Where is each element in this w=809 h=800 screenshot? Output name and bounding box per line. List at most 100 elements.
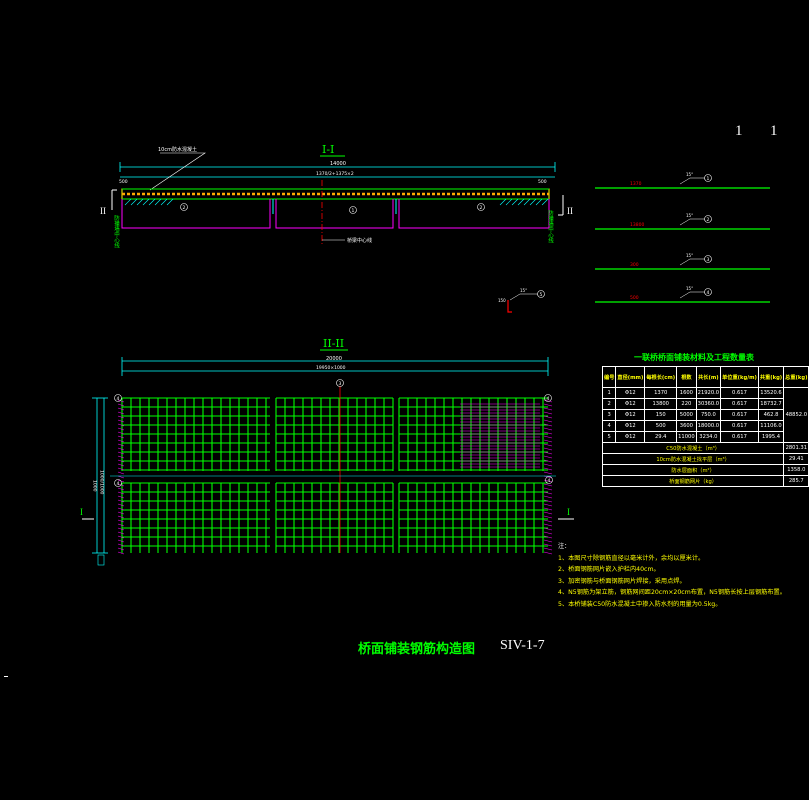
table-cell: 18000.0 bbox=[695, 420, 722, 432]
rebar-end bbox=[543, 423, 553, 427]
table-header-row: 编号 直径(mm) 每根长(cm) 根数 共长(m) 单位重(kg/m) 共重(… bbox=[601, 366, 809, 388]
note-5: 5、本桥铺装C50防水混凝土中掺入防水剂的用量为0.5kg。 bbox=[558, 600, 722, 608]
top-callout: 10cm防水混凝土 bbox=[158, 146, 197, 153]
table-cell: 29.4 bbox=[644, 431, 678, 443]
rebar-end bbox=[117, 463, 125, 467]
bar-bend: 15° bbox=[686, 286, 693, 291]
table-cell: 0.617 bbox=[720, 398, 759, 410]
rebar-end bbox=[117, 407, 125, 411]
bar-5-bend: 15° bbox=[520, 288, 527, 293]
section-1: I-I 14000 1370/2+1375×2 10cm防水混凝土 bbox=[100, 143, 573, 248]
th-len: 每根长(cm) bbox=[644, 366, 678, 388]
mark-2b: 3 bbox=[339, 381, 342, 387]
rebar-end bbox=[117, 487, 125, 491]
bar-5-shape bbox=[507, 300, 512, 313]
rebar-end bbox=[117, 435, 125, 439]
summary-value: 2801.31 bbox=[783, 442, 809, 454]
table-summary-row: 10cm防水混凝土找平层（m³）29.41 bbox=[601, 453, 809, 465]
rebar-end bbox=[117, 503, 125, 507]
rebar-end bbox=[117, 427, 125, 431]
rebar-end bbox=[543, 463, 553, 467]
rebar-end bbox=[117, 535, 125, 539]
quantity-table: 编号 直径(mm) 每根长(cm) 根数 共长(m) 单位重(kg/m) 共重(… bbox=[601, 366, 809, 487]
rebar-end bbox=[543, 495, 553, 499]
mark-2a: 4 bbox=[117, 396, 120, 402]
table-title: 一联桥桥面铺装材料及工程数量表 bbox=[634, 352, 754, 362]
table-cell: 18732.7 bbox=[757, 398, 785, 410]
table-cell: 1995.4 bbox=[757, 431, 785, 443]
drawing-number: SIV-1-7 bbox=[500, 638, 545, 653]
table-cell: 11000 bbox=[676, 431, 697, 443]
summary-label: 桥面钢筋网片（kg） bbox=[601, 475, 785, 487]
table-cell: 4 bbox=[601, 420, 617, 432]
mark-1a: 2 bbox=[183, 205, 186, 211]
th-unit-wt: 单位重(kg/m) bbox=[720, 366, 759, 388]
rebar-end bbox=[543, 511, 553, 515]
rebar-end bbox=[117, 499, 125, 503]
table-cell: 11106.0 bbox=[757, 420, 785, 432]
rebar-end bbox=[543, 455, 553, 459]
bar-length: 13800 bbox=[630, 222, 644, 228]
table-cell: 220 bbox=[676, 398, 697, 410]
rebar-end bbox=[117, 451, 125, 455]
bar-length: 1370 bbox=[630, 181, 642, 187]
corner-mark bbox=[4, 676, 8, 677]
table-cell: 3600 bbox=[676, 420, 697, 432]
note-2: 2、桥面钢筋网片嵌入护栏内40cm。 bbox=[558, 566, 660, 574]
rebar-end bbox=[117, 419, 125, 423]
summary-label: C50防水混凝土（m³） bbox=[601, 442, 785, 454]
note-1: 1、本图尺寸除钢筋直径以毫米计外，余均以厘米计。 bbox=[558, 554, 705, 562]
total-dim-2: 20000 bbox=[326, 356, 342, 362]
rebar-end bbox=[543, 531, 553, 535]
bar-mark-number: 2 bbox=[707, 217, 710, 223]
th-dia: 直径(mm) bbox=[615, 366, 646, 388]
rebar-end bbox=[543, 491, 553, 495]
girder-outline-mid bbox=[275, 199, 394, 229]
sheet-total: 1 bbox=[770, 123, 778, 139]
girder-outline-left bbox=[121, 199, 271, 229]
rebar-end bbox=[543, 523, 553, 527]
height-dim: 1000 bbox=[92, 480, 98, 492]
rebar-end bbox=[543, 435, 553, 439]
table-cell: 5000 bbox=[676, 409, 697, 421]
bar-5-number: 5 bbox=[540, 292, 543, 298]
table-cell: 0.617 bbox=[720, 387, 759, 399]
table-cell: 0.617 bbox=[720, 420, 759, 432]
rebar-end bbox=[117, 531, 125, 535]
table-cell: Φ12 bbox=[615, 387, 646, 399]
rebar-end bbox=[543, 519, 553, 523]
rebar-end bbox=[543, 539, 553, 543]
rebar-end bbox=[543, 447, 553, 451]
rebar-end bbox=[543, 451, 553, 455]
bar-mark-circle bbox=[704, 288, 712, 296]
table-cell: 2 bbox=[601, 398, 617, 410]
rebar-end bbox=[543, 487, 553, 491]
bar-length: 500 bbox=[630, 295, 639, 301]
section-1-label: I-I bbox=[322, 143, 334, 156]
bar-5-length: 150 bbox=[498, 298, 506, 303]
left-dim-1: 500 bbox=[119, 179, 128, 185]
inner-dim-1: 1370/2+1375×2 bbox=[316, 171, 354, 177]
rebar-end bbox=[117, 515, 125, 519]
rebar-end bbox=[543, 427, 553, 431]
rebar-end bbox=[117, 527, 125, 531]
rebar-end bbox=[543, 443, 553, 447]
table-cell: 13800 bbox=[644, 398, 678, 410]
table-cell: Φ12 bbox=[615, 420, 646, 432]
notes-heading: 注： bbox=[558, 543, 571, 550]
table-cell: Φ12 bbox=[615, 431, 646, 443]
table-summary-row: 防水层面积（m²）1358.0 bbox=[601, 464, 809, 476]
mark-1b: 1 bbox=[352, 208, 355, 214]
table-cell: 3 bbox=[601, 409, 617, 421]
rebar-end bbox=[117, 475, 125, 479]
inner-dim-2: 19950×1000 bbox=[316, 365, 346, 371]
mark-1c: 2 bbox=[480, 205, 483, 211]
rebar-end bbox=[117, 495, 125, 499]
table-cell: 750.0 bbox=[695, 409, 722, 421]
table-summary-row: C50防水混凝土（m³）2801.31 bbox=[601, 442, 809, 454]
